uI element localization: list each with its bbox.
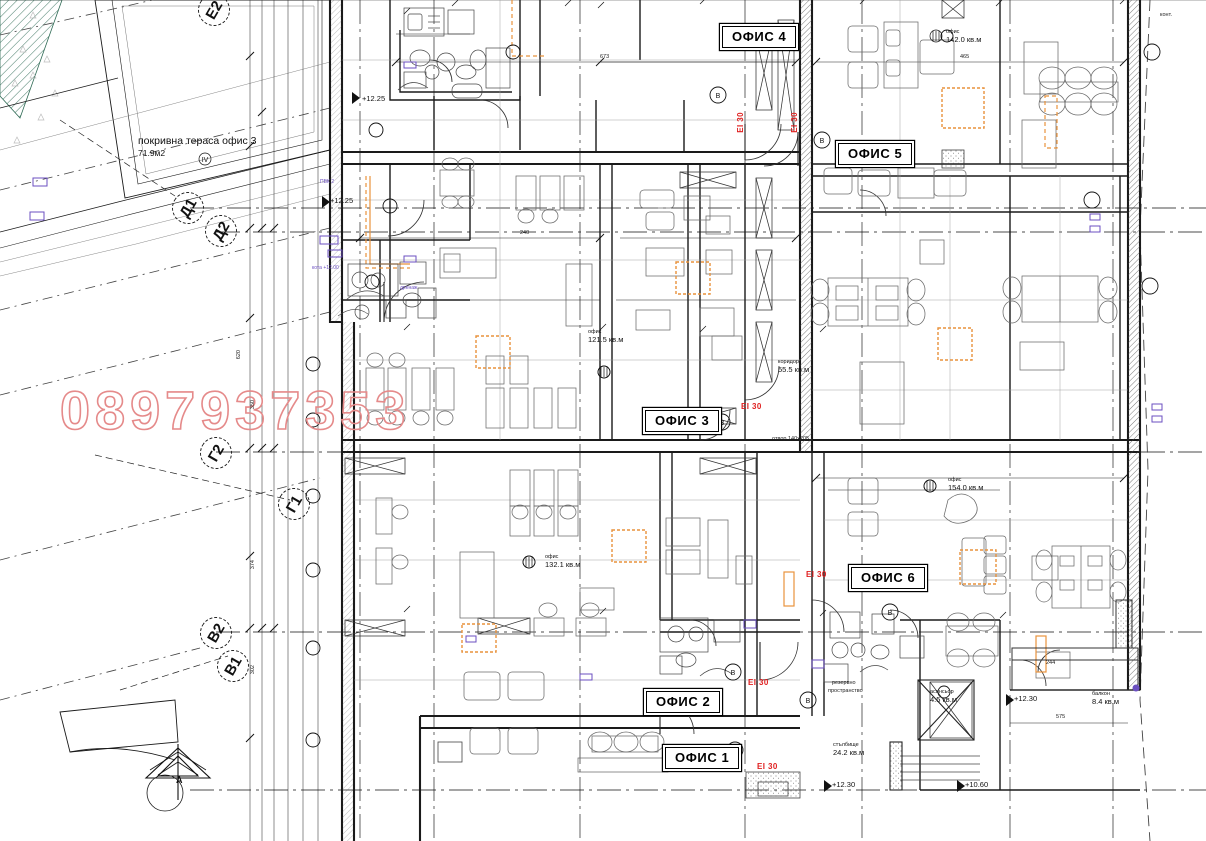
area-label-name: офис	[946, 29, 960, 35]
elevation-mark-1: +12.25	[330, 196, 354, 205]
note-reserve-1: резервно	[832, 680, 856, 686]
terrace-area: 71.9м2	[138, 148, 166, 159]
svg-text:В: В	[731, 670, 736, 677]
interior-partitions	[342, 0, 1140, 841]
bottom-strip-details	[437, 741, 801, 799]
elevation-arrows	[322, 92, 1014, 792]
area-label-office-132: офис 132.1 кв.м	[545, 554, 581, 569]
area-label-value: 154.0 кв.м	[948, 482, 984, 492]
area-label-lift: асансьор 4.5 кв.м	[930, 689, 958, 704]
area-symbol-circles: IV	[198, 29, 943, 569]
room-tag-office-6: ОФИС 6	[851, 567, 926, 589]
area-label-name: коридор	[778, 359, 799, 365]
area-label-value: 24.2 кв.м	[833, 747, 865, 757]
fire-door-label-ei30-3: EI 30	[741, 402, 762, 411]
balcony-right	[1011, 599, 1139, 691]
furniture-office-top-right	[847, 21, 1119, 169]
area-label-name: асансьор	[930, 689, 954, 695]
grid-bubble-a: А	[176, 775, 183, 785]
furniture-office-right-mid	[810, 167, 1118, 425]
dim-left-374: 374	[250, 560, 256, 570]
svg-text:В: В	[716, 93, 721, 100]
micro-dimension-ticks	[403, 0, 1125, 619]
elevation-mark-5: +10.60	[965, 780, 989, 789]
wet-core-top	[397, 7, 511, 99]
dimension-chain-left	[249, 0, 319, 841]
fire-door-label-ei30-4: EI 30	[806, 570, 827, 579]
svg-text:IV: IV	[202, 157, 209, 164]
fire-door-label-ei30-5: EI 30	[748, 678, 769, 687]
area-label-balcony: балкон 8.4 кв.м	[1092, 691, 1120, 706]
svg-text:В: В	[888, 610, 893, 617]
note-reserve-2: пространство	[828, 688, 863, 694]
area-label-value: 132.1 кв.м	[545, 559, 581, 569]
area-label-name: офис	[948, 477, 962, 483]
area-label-value: 4.5 кв.м	[930, 694, 958, 704]
note-kota: кота +12.00	[312, 265, 339, 271]
note-kont: конт.	[1160, 12, 1173, 18]
dim-top-673: 673	[600, 54, 610, 60]
svg-text:В: В	[720, 420, 725, 427]
area-label-office-142: офис 142.0 кв.м	[946, 29, 982, 44]
area-label-name: балкон	[1092, 691, 1110, 697]
area-label-office-121: офис 121.5 кв.м	[588, 329, 624, 344]
purple-annotations	[29, 61, 1163, 692]
dim-top-465: 465	[960, 54, 970, 60]
fire-door-label-ei30-6: EI 30	[757, 762, 778, 771]
dim-left-302: 302	[250, 665, 256, 675]
door-leafs	[383, 124, 813, 734]
area-label-value: 121.5 кв.м	[588, 334, 624, 344]
elevation-mark-2: +12.25	[362, 94, 386, 103]
site-vegetation-hatch	[0, 0, 63, 144]
area-label-name: офис	[588, 329, 602, 335]
area-label-name: стълбище	[833, 742, 859, 748]
dim-left-620: 620	[236, 350, 242, 360]
room-tag-office-2: ОФИС 2	[646, 691, 721, 713]
stair-core	[889, 679, 980, 791]
glazing-panels	[344, 0, 973, 739]
area-label-value: 8.4 кв.м	[1092, 696, 1120, 706]
elevation-mark-3: +12.30	[1014, 694, 1038, 703]
room-tag-office-3: ОФИС 3	[645, 410, 720, 432]
area-label-staircase: стълбище 24.2 кв.м	[833, 742, 865, 757]
note-opening: отвор 140х205	[772, 436, 810, 442]
area-label-value: 142.0 кв.м	[946, 34, 982, 44]
area-label-office-154: офис 154.0 кв.м	[948, 477, 984, 492]
svg-text:В: В	[806, 698, 811, 705]
room-tag-office-4: ОФИС 4	[722, 26, 797, 48]
dim-left-350: 350	[250, 400, 256, 410]
furniture-office-right-lower	[847, 477, 1127, 679]
fire-door-label-ei30-1: EI 30	[736, 112, 745, 133]
dimension-ticks-left	[245, 51, 279, 743]
area-label-name: офис	[545, 554, 559, 560]
site-dashed-boundary	[0, 0, 331, 701]
room-tag-office-5: ОФИС 5	[838, 143, 913, 165]
fire-door-label-ei30-2: EI 30	[790, 112, 799, 133]
roof-terrace-label: покривна тераса офис 3 71.9м2	[138, 134, 257, 160]
site-boundary-lines	[0, 61, 331, 277]
wall-hatch-fill	[330, 0, 1140, 841]
room-tag-office-1: ОФИС 1	[665, 747, 740, 769]
note-drainage: дренаж	[400, 285, 418, 291]
dim-bottom-575: 575	[1056, 714, 1066, 720]
terrace-title: покривна тераса офис 3	[138, 135, 257, 147]
area-label-corridor: коридор 55.5 кв.м	[778, 359, 810, 374]
note-pvc: ПВК 2	[320, 179, 335, 185]
dimension-tick-marks	[355, 57, 1129, 483]
svg-text:В: В	[820, 138, 825, 145]
elevation-mark-4: +12.30	[832, 780, 856, 789]
accent-rugs	[461, 87, 997, 653]
section-marker-A	[144, 744, 212, 800]
wet-core-lower	[659, 611, 925, 683]
area-label-value: 55.5 кв.м	[778, 364, 810, 374]
dim-mid-240: 240	[520, 230, 530, 236]
phone-watermark: 0897937353	[59, 380, 411, 442]
construction-lines	[342, 0, 1128, 681]
dim-bottom-244: 244	[1046, 660, 1056, 666]
property-boundary	[1139, 0, 1151, 841]
